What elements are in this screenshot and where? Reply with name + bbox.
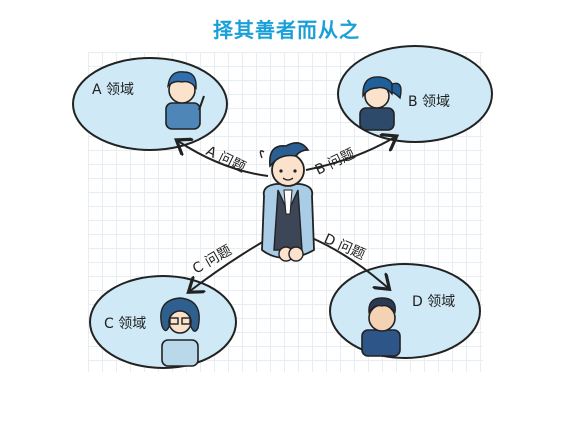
central-person-icon: [259, 142, 315, 262]
domain-label-c: C 领域: [104, 316, 146, 332]
arrow-to-b: [305, 137, 395, 171]
problem-label-c: C 问题: [190, 242, 235, 277]
problem-label-a: A 问题: [203, 143, 248, 176]
arrow-to-d: [311, 237, 388, 288]
problem-label-d: D 问题: [321, 231, 367, 263]
person-d-icon: [361, 297, 401, 357]
domain-label-b: B 领域: [408, 94, 450, 110]
domain-label-a: A 领域: [92, 82, 134, 98]
person-a-icon: [165, 71, 205, 130]
domain-bubble-c: C 领域: [89, 275, 237, 369]
person-c-icon: [160, 297, 200, 367]
arrow-to-a: [178, 141, 269, 177]
domain-bubble-a: A 领域: [72, 57, 228, 151]
problem-label-b: B 问题: [313, 146, 358, 179]
domain-label-d: D 领域: [412, 294, 455, 310]
arrow-to-c: [190, 239, 267, 291]
domain-bubble-b: B 领域: [337, 45, 493, 143]
domain-bubble-d: D 领域: [329, 263, 481, 359]
page-title: 择其善者而从之: [213, 18, 360, 42]
person-b-icon: [359, 76, 402, 131]
